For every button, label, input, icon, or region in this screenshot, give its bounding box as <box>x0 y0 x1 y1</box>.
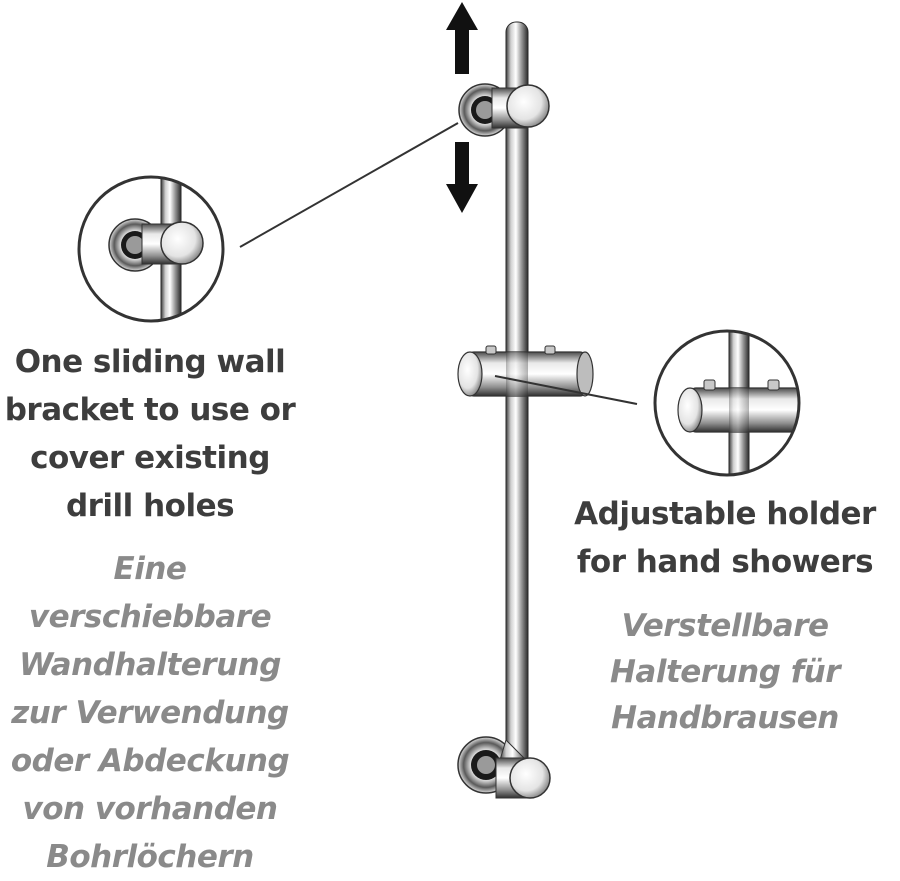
bracket-caption-german: Eine verschiebbare Wandhalterung zur Ver… <box>10 551 290 875</box>
arrow-up-icon <box>446 2 478 74</box>
bracket-detail-magnifier <box>77 175 225 323</box>
slide-rail <box>505 21 529 783</box>
holder-detail-magnifier <box>653 329 801 477</box>
hand-shower-holder <box>457 345 594 397</box>
bracket-caption-english: One sliding wall bracket to use or cover… <box>4 344 296 524</box>
leader-line-holder <box>494 375 638 405</box>
holder-caption-german: Verstellbare Halterung für Handbrausen <box>609 608 841 736</box>
holder-caption-english: Adjustable holder for hand showers <box>574 496 876 580</box>
bottom-wall-bracket <box>457 736 551 799</box>
top-wall-bracket <box>458 83 550 137</box>
arrow-down-icon <box>446 142 478 213</box>
leader-line-bracket <box>239 122 459 248</box>
